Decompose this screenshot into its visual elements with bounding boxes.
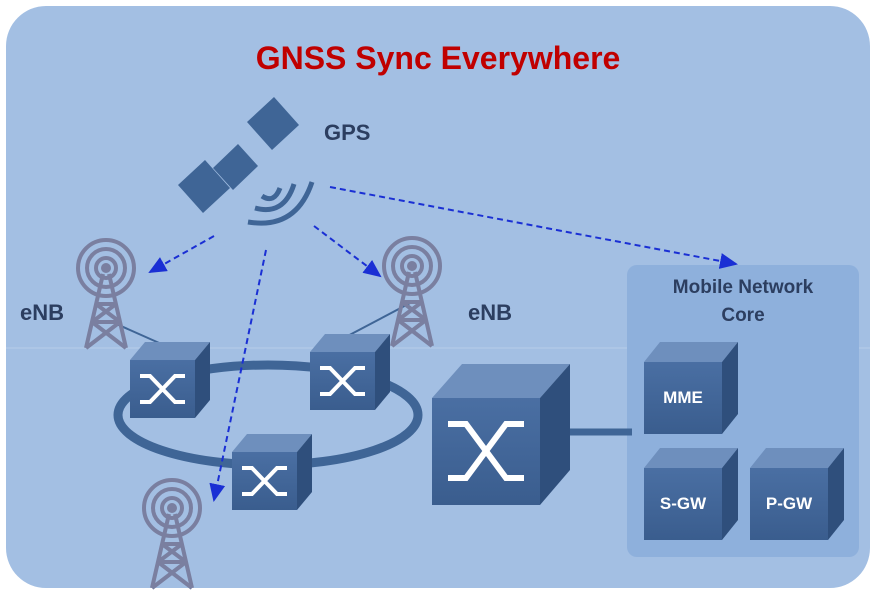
mme-label: MME <box>663 388 703 407</box>
enb-label: eNB <box>468 300 513 325</box>
p-gw-box <box>750 448 844 540</box>
switch-icon <box>232 434 312 510</box>
core-title-line1: Mobile Network <box>672 277 814 298</box>
switch-icon <box>310 334 390 410</box>
core-title: Mobile Network Core <box>630 274 856 330</box>
satellite-icon <box>178 97 315 226</box>
mme-box <box>644 342 738 434</box>
gps-label: GPS <box>324 120 371 145</box>
page-title: GNSS Sync Everywhere <box>255 40 621 76</box>
enb-label: eNB <box>20 300 65 325</box>
p-gw-label: P-GW <box>765 494 813 513</box>
sync-arrows <box>148 186 738 502</box>
s-gw-box <box>644 448 738 540</box>
switch-icon <box>130 342 210 418</box>
core-title-line2: Core <box>721 305 765 326</box>
s-gw-label: S-GW <box>659 494 707 513</box>
switch-icon <box>432 364 570 505</box>
